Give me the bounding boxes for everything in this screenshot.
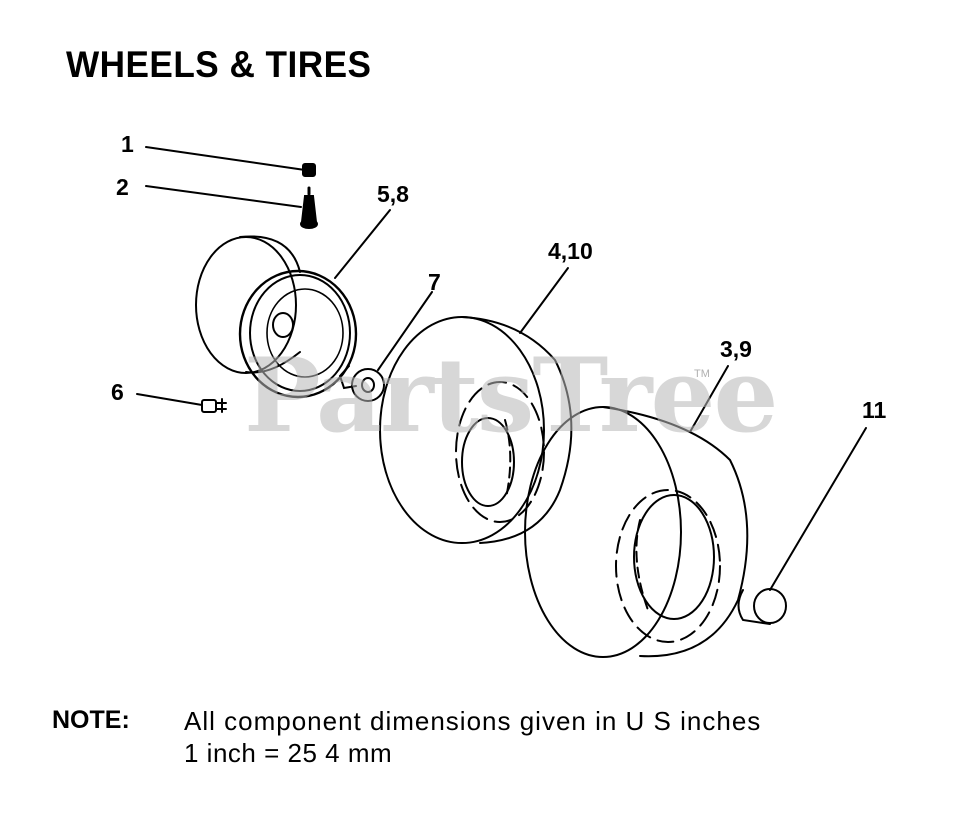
part-3-9-rear-tire[interactable] (524, 365, 749, 658)
part-6-grease-fitting[interactable] (136, 393, 227, 413)
part-2-valve-stem[interactable] (145, 185, 318, 229)
page-title: WHEELS & TIRES (66, 44, 372, 85)
part-11-hub-cap[interactable] (737, 427, 867, 625)
partstree-watermark: PartsTree (244, 336, 778, 456)
callout-4-10[interactable]: 4,10 (548, 238, 593, 264)
part-7-bushing[interactable] (338, 291, 433, 402)
callout-2[interactable]: 2 (116, 174, 129, 200)
part-1-valve-cap[interactable] (145, 146, 316, 177)
callout-6[interactable]: 6 (111, 379, 124, 405)
part-5-8-wheel-rim[interactable] (195, 209, 391, 399)
note-line-2: 1 inch = 25 4 mm (184, 738, 393, 768)
callout-1[interactable]: 1 (121, 131, 134, 157)
note-label: NOTE: (52, 706, 130, 734)
note-line-1: All component dimensions given in U S in… (184, 706, 762, 736)
callout-11[interactable]: 11 (862, 397, 887, 423)
callout-5-8[interactable]: 5,8 (377, 181, 409, 207)
trademark-mark: TM (694, 368, 710, 380)
callout-3-9[interactable]: 3,9 (720, 336, 752, 362)
callout-7[interactable]: 7 (428, 269, 441, 295)
